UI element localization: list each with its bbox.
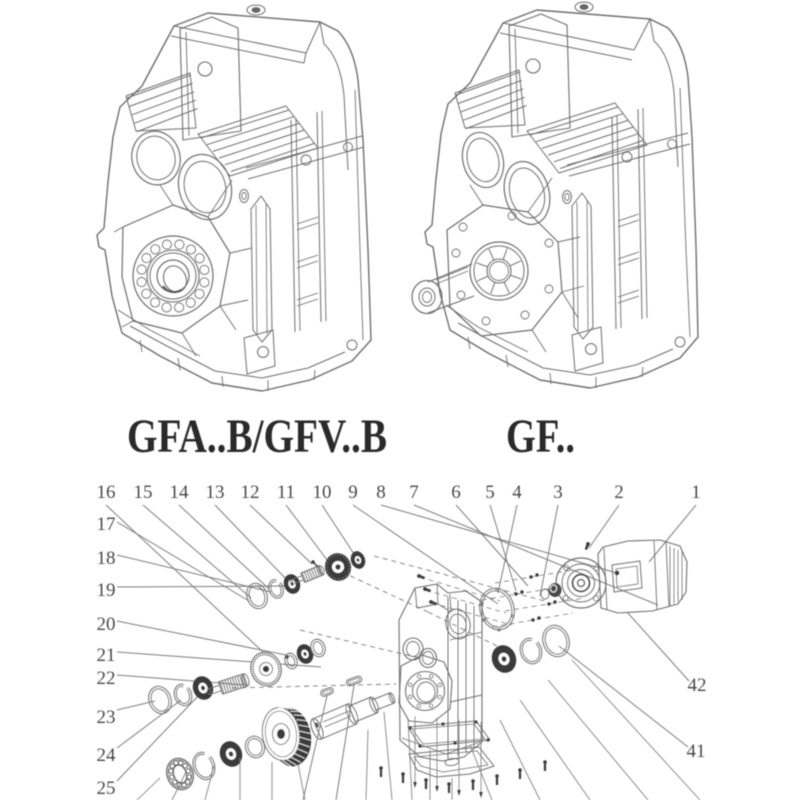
svg-text:12: 12	[241, 482, 260, 503]
svg-text:9: 9	[348, 482, 358, 503]
svg-text:21: 21	[97, 645, 116, 666]
svg-text:7: 7	[409, 482, 419, 503]
svg-text:3: 3	[553, 482, 563, 503]
svg-text:4: 4	[512, 482, 522, 503]
svg-text:11: 11	[277, 482, 295, 503]
svg-text:16: 16	[97, 482, 116, 503]
svg-text:23: 23	[97, 707, 116, 728]
svg-text:13: 13	[206, 482, 225, 503]
svg-text:GF..: GF..	[506, 410, 575, 463]
svg-text:2: 2	[614, 482, 624, 503]
svg-text:20: 20	[97, 614, 116, 635]
svg-text:22: 22	[97, 668, 116, 689]
svg-text:6: 6	[451, 482, 461, 503]
svg-text:42: 42	[688, 675, 707, 696]
svg-text:14: 14	[170, 482, 190, 503]
svg-text:41: 41	[687, 741, 706, 762]
svg-text:5: 5	[485, 482, 495, 503]
svg-text:17: 17	[97, 514, 116, 535]
svg-text:15: 15	[134, 482, 153, 503]
svg-text:19: 19	[97, 580, 116, 601]
svg-text:8: 8	[376, 482, 386, 503]
svg-text:24: 24	[97, 745, 117, 766]
svg-text:GFA..B/GFV..B: GFA..B/GFV..B	[127, 410, 387, 463]
svg-text:1: 1	[691, 482, 701, 503]
svg-text:10: 10	[313, 482, 332, 503]
svg-text:18: 18	[97, 548, 116, 569]
svg-text:25: 25	[97, 778, 116, 799]
